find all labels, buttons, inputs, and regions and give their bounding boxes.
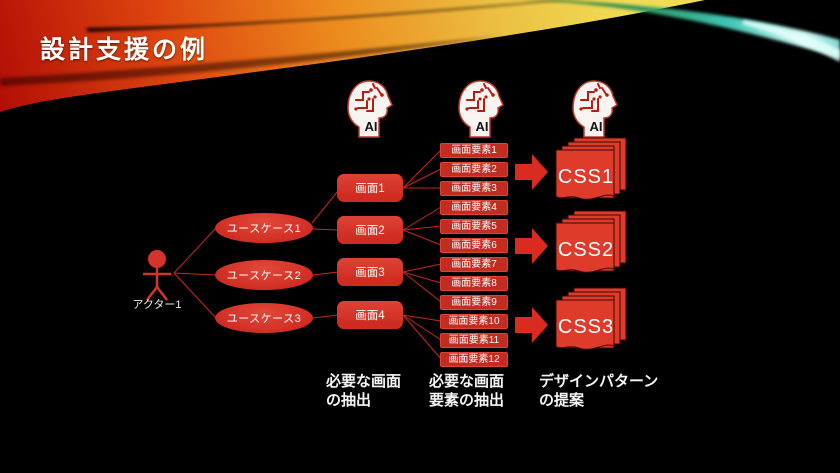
banner-swoosh-graphic — [0, 0, 840, 150]
page-title: 設計支援の例 — [40, 36, 209, 64]
screen-element-node-3: 画面要素3 — [440, 181, 508, 196]
css-stack-3: CSS3 — [555, 287, 627, 350]
screen-element-node-10: 画面要素10 — [440, 314, 508, 329]
arrow-right-icon — [515, 154, 548, 190]
css-stack-2: CSS2 — [555, 210, 627, 273]
usecase-node-1: ユースケース1 — [215, 213, 313, 243]
screen-element-node-2: 画面要素2 — [440, 162, 508, 177]
usecase-node-3: ユースケース3 — [215, 303, 313, 333]
css-stack-1: CSS1 — [555, 137, 627, 200]
screen-element-node-4: 画面要素4 — [440, 200, 508, 215]
screen-element-node-12: 画面要素12 — [440, 352, 508, 367]
caption-element-extraction: 必要な画面 要素の抽出 — [429, 373, 505, 409]
usecase-node-2: ユースケース2 — [215, 260, 313, 290]
screen-element-node-11: 画面要素11 — [440, 333, 508, 348]
screen-element-node-8: 画面要素8 — [440, 276, 508, 291]
css-stack-label: CSS3 — [558, 316, 614, 338]
screen-node-2: 画面2 — [337, 216, 403, 244]
caption-screen-extraction: 必要な画面 の抽出 — [326, 373, 402, 409]
screen-element-node-7: 画面要素7 — [440, 257, 508, 272]
css-stack-label: CSS2 — [558, 239, 614, 261]
screen-node-1: 画面1 — [337, 174, 403, 202]
connector-lines — [173, 149, 442, 360]
caption-pattern-proposal: デザインパターン の提案 — [539, 373, 659, 409]
ai-head-icon — [347, 80, 393, 138]
screen-element-node-5: 画面要素5 — [440, 219, 508, 234]
ai-head-icon — [458, 80, 504, 138]
screen-element-node-6: 画面要素6 — [440, 238, 508, 253]
screen-node-4: 画面4 — [337, 301, 403, 329]
arrow-right-icon — [515, 307, 548, 343]
actor-label: アクター1 — [132, 299, 182, 311]
ai-head-icon — [572, 80, 618, 138]
screen-node-3: 画面3 — [337, 258, 403, 286]
actor-figure — [143, 250, 171, 301]
arrow-right-icon — [515, 228, 548, 264]
css-stack-label: CSS1 — [558, 166, 614, 188]
screen-element-node-1: 画面要素1 — [440, 143, 508, 158]
screen-element-node-9: 画面要素9 — [440, 295, 508, 310]
